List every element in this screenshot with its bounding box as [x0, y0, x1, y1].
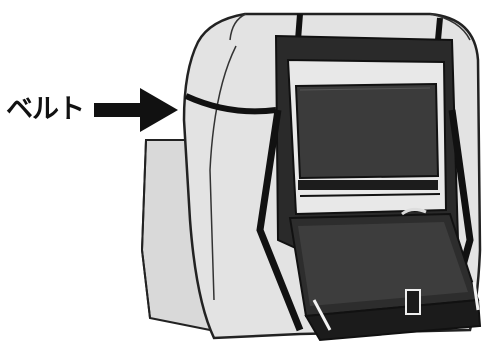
belt-label: ベルト	[6, 96, 84, 123]
belt-callout: ベルト	[6, 86, 184, 132]
buckle	[406, 290, 420, 314]
arrow-right-icon	[94, 86, 184, 132]
screen	[296, 84, 438, 178]
